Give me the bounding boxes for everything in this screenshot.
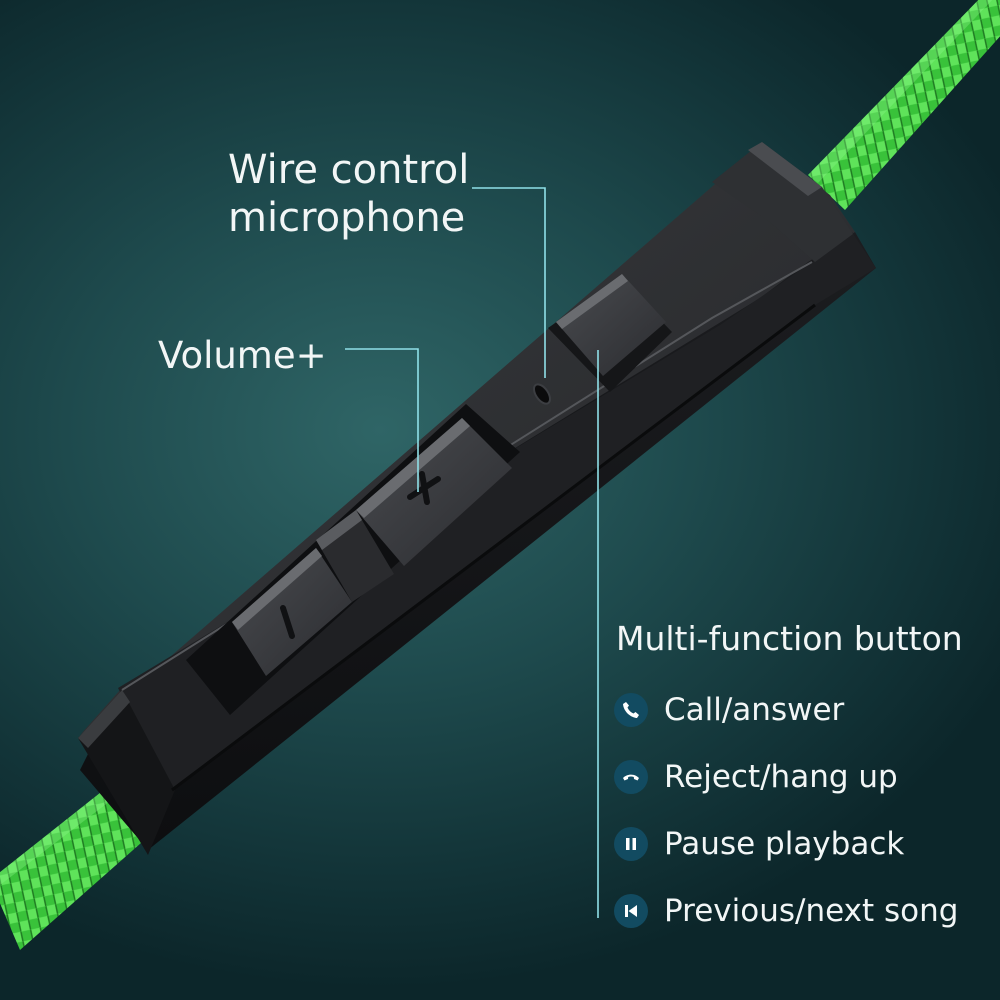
- function-label: Reject/hang up: [664, 758, 898, 795]
- function-label: Call/answer: [664, 691, 845, 728]
- function-list: Call/answer Reject/hang up Pause playbac…: [614, 676, 958, 944]
- microphone-label-line-1: Wire control: [228, 147, 470, 193]
- function-label: Pause playback: [664, 825, 905, 862]
- list-item: Pause playback: [614, 810, 958, 877]
- volume-up-label: Volume+: [158, 334, 327, 377]
- list-item: Previous/next song: [614, 877, 958, 944]
- volume-callout-line: [345, 348, 419, 492]
- phone-hangup-icon: [614, 759, 648, 794]
- function-label: Previous/next song: [664, 892, 959, 929]
- multi-function-label: Multi-function button: [616, 619, 963, 658]
- pause-icon: [614, 826, 648, 861]
- microphone-hole: [533, 383, 551, 405]
- volume-down-button: [232, 548, 352, 676]
- list-item: Call/answer: [614, 676, 958, 743]
- microphone-label: Wire control microphone: [228, 146, 469, 242]
- volume-up-button: [356, 418, 512, 566]
- remote-end-cap-right: [712, 142, 853, 262]
- mic-callout-line: [472, 187, 546, 378]
- skip-previous-icon: [614, 893, 648, 928]
- upper-cable: [808, 0, 1000, 210]
- microphone-label-line-2: microphone: [228, 195, 466, 241]
- multi-function-button: [548, 274, 672, 392]
- phone-answer-icon: [614, 692, 648, 727]
- volume-rocker-ridge: [316, 510, 394, 602]
- lower-cable: [0, 785, 150, 950]
- list-item: Reject/hang up: [614, 743, 958, 810]
- callout-lines: [345, 187, 599, 918]
